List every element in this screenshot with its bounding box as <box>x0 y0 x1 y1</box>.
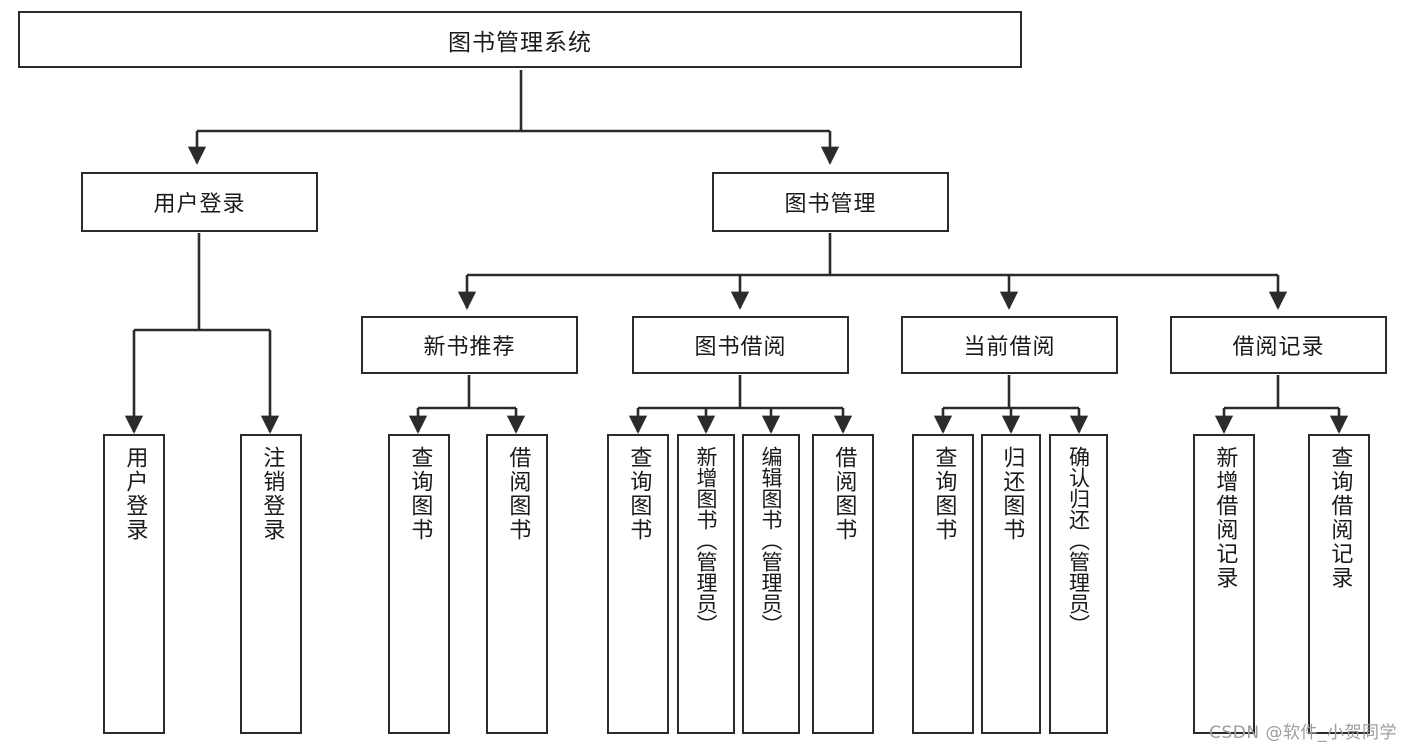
node-leaf-query-book-2[interactable]: 查询图书 <box>607 434 669 734</box>
node-label: 图书管理 <box>784 192 877 217</box>
node-label: 编辑图书（管理员） <box>759 446 784 635</box>
node-current-borrow[interactable]: 当前借阅 <box>901 316 1118 374</box>
node-label: 查询借阅记录 <box>1327 446 1353 590</box>
node-book-manage[interactable]: 图书管理 <box>712 172 949 232</box>
node-leaf-query-book-1[interactable]: 查询图书 <box>388 434 450 734</box>
node-leaf-edit-book[interactable]: 编辑图书（管理员） <box>742 434 800 734</box>
node-user-login[interactable]: 用户登录 <box>81 172 318 232</box>
node-label: 图书管理系统 <box>448 29 592 56</box>
node-new-book-recommend[interactable]: 新书推荐 <box>361 316 578 374</box>
node-label: 查询图书 <box>931 446 957 542</box>
node-label: 注销登录 <box>259 446 285 542</box>
node-label: 归还图书 <box>999 446 1025 542</box>
node-label: 借阅图书 <box>505 446 531 542</box>
node-book-borrow[interactable]: 图书借阅 <box>632 316 849 374</box>
node-borrow-record[interactable]: 借阅记录 <box>1170 316 1387 374</box>
node-label: 新增图书（管理员） <box>694 446 719 635</box>
node-label: 借阅记录 <box>1232 335 1325 360</box>
node-leaf-confirm-return[interactable]: 确认归还（管理员） <box>1049 434 1108 734</box>
node-leaf-borrow-book-1[interactable]: 借阅图书 <box>486 434 548 734</box>
node-label: 新增借阅记录 <box>1212 446 1238 590</box>
csdn-watermark: CSDN @软件_小贺同学 <box>1209 723 1397 743</box>
node-label: 用户登录 <box>153 192 246 217</box>
node-label: 确认归还（管理员） <box>1066 446 1091 635</box>
node-leaf-logout-login[interactable]: 注销登录 <box>240 434 302 734</box>
node-label: 查询图书 <box>626 446 652 542</box>
node-leaf-add-book[interactable]: 新增图书（管理员） <box>677 434 735 734</box>
node-label: 图书借阅 <box>694 335 787 360</box>
node-leaf-query-book-3[interactable]: 查询图书 <box>912 434 974 734</box>
node-label: 当前借阅 <box>963 335 1056 360</box>
node-label: 借阅图书 <box>831 446 857 542</box>
node-leaf-return-book[interactable]: 归还图书 <box>981 434 1041 734</box>
node-label: 用户登录 <box>122 446 148 542</box>
node-root-book-management-system[interactable]: 图书管理系统 <box>18 11 1022 68</box>
node-leaf-query-record[interactable]: 查询借阅记录 <box>1308 434 1370 734</box>
node-label: 查询图书 <box>407 446 433 542</box>
node-label: 新书推荐 <box>423 335 516 360</box>
node-leaf-borrow-book-2[interactable]: 借阅图书 <box>812 434 874 734</box>
node-leaf-user-login[interactable]: 用户登录 <box>103 434 165 734</box>
node-leaf-add-record[interactable]: 新增借阅记录 <box>1193 434 1255 734</box>
